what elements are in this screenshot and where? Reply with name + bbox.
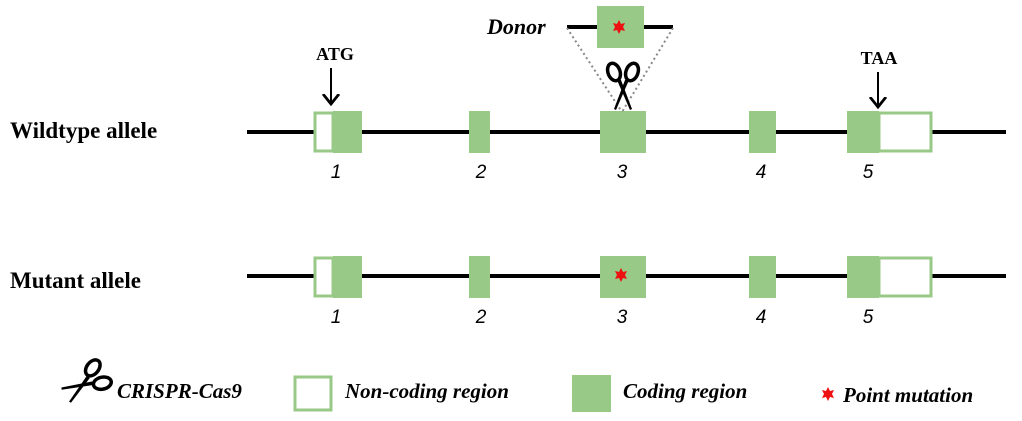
wt-exon-number-4: 4: [756, 162, 767, 183]
stop-codon-label: TAA: [861, 48, 898, 68]
legend-noncoding-swatch: [293, 375, 333, 412]
mut-exon-5-cds: [847, 256, 879, 298]
wt-exon-5-utr: [877, 111, 933, 153]
legend-mutation-star-icon: [822, 387, 834, 401]
legend-mutation-label: Point mutation: [842, 383, 973, 407]
cut-site-scissors-icon: [605, 61, 641, 110]
mut-exon-number-5: 5: [863, 307, 874, 328]
mut-exon-4: [749, 256, 776, 298]
wt-exon-number-5: 5: [863, 162, 874, 183]
wt-exon-1-utr: [313, 111, 335, 153]
mut-exon-5: [847, 256, 933, 298]
legend-coding-swatch: [572, 375, 611, 412]
wt-exon-number-1: 1: [331, 162, 342, 183]
mut-exon-1-cds: [333, 256, 362, 298]
wt-exon-5-cds: [847, 111, 879, 153]
wt-exon-5: [847, 111, 933, 153]
donor-guide-right: [621, 27, 674, 113]
legend-noncoding-label: Non-coding region: [344, 379, 509, 403]
wildtype-allele-label: Wildtype allele: [10, 118, 157, 143]
wt-exon-4: [749, 111, 776, 153]
mut-exon-3-mutation-star-icon: [615, 268, 627, 282]
wt-exon-number-2: 2: [475, 162, 487, 183]
legend: CRISPR-Cas9 Non-coding region Coding reg…: [61, 358, 973, 412]
donor-label: Donor: [486, 14, 546, 39]
wt-exon-1: [313, 111, 362, 153]
wt-exon-2: [469, 111, 490, 153]
donor-guide-left: [566, 27, 623, 113]
mut-exon-number-3: 3: [617, 307, 628, 328]
start-codon-label: ATG: [316, 44, 354, 64]
mut-exon-5-utr: [877, 256, 933, 298]
legend-coding-label: Coding region: [623, 379, 747, 403]
legend-crispr-label: CRISPR-Cas9: [117, 379, 242, 403]
wt-exon-1-cds: [333, 111, 362, 153]
mut-exon-2: [469, 256, 490, 298]
mut-exon-number-4: 4: [756, 307, 767, 328]
donor-mutation-star-icon: [613, 20, 625, 34]
wt-exon-number-3: 3: [617, 162, 628, 183]
mut-exon-number-2: 2: [475, 307, 487, 328]
legend-scissors-icon: [61, 358, 113, 403]
wt-exon-3: [600, 111, 646, 153]
mut-exon-1: [313, 256, 362, 298]
mut-exon-1-utr: [313, 256, 335, 298]
mut-exon-number-1: 1: [331, 307, 342, 328]
mutant-allele-label: Mutant allele: [10, 268, 141, 293]
